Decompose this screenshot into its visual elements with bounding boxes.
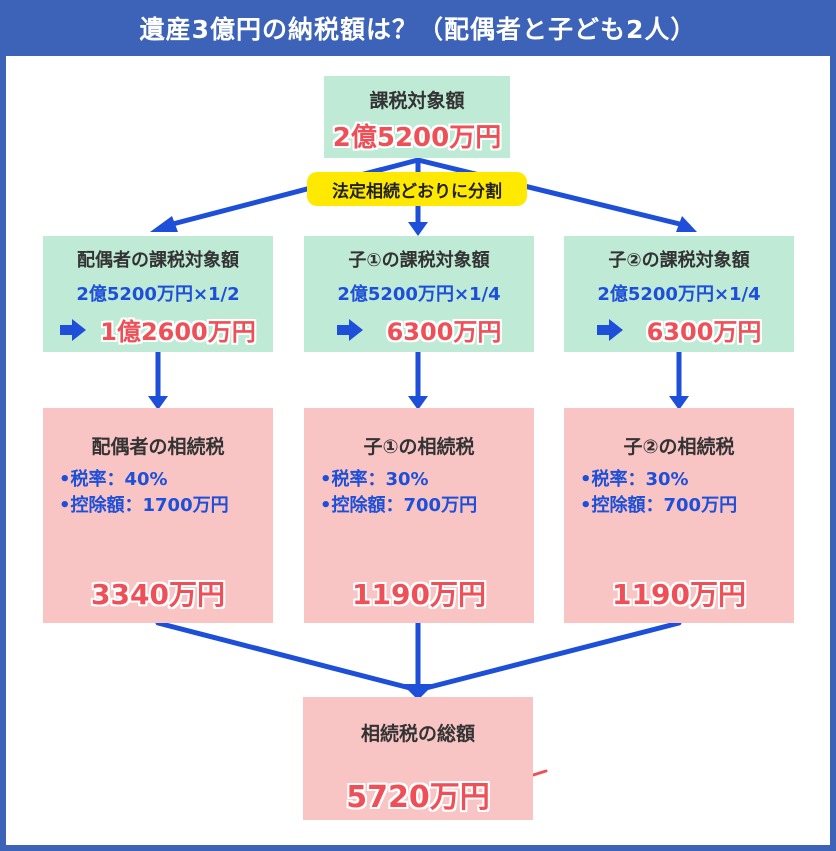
taxable-amount: 6300万円: [386, 318, 502, 346]
arrowhead-right: [676, 216, 697, 232]
tax-label: 配偶者の相続税: [91, 436, 225, 458]
page-title: 遺産3億円の納税額は？（配偶者と子ども2人）: [0, 0, 836, 56]
taxable-amount: 1億2600万円: [100, 318, 256, 346]
heir-tax-box-1: 配偶者の相続税 •税率：40% •控除額：1700万円 3340万円: [43, 408, 273, 623]
arrowhead-down-1: [148, 396, 168, 410]
tax-deduction: •控除額：700万円: [580, 495, 738, 516]
arrowhead-left: [150, 216, 178, 232]
heir-taxable-box-1: 配偶者の課税対象額 2億5200万円×1/2 1億2600万円: [43, 236, 273, 352]
heir-taxable-box-2: 子①の課税対象額 2億5200万円×1/4 6300万円: [304, 236, 534, 352]
total-label: 相続税の総額: [360, 723, 475, 745]
right-arrow-icon: [60, 318, 87, 341]
tax-label: 子②の相続税: [623, 436, 735, 458]
arrowhead-down-3: [669, 396, 689, 410]
heir-tax-box-3: 子②の相続税 •税率：30% •控除額：700万円 1190万円: [564, 408, 794, 623]
right-arrow-icon: [596, 318, 623, 341]
split-line-right: [415, 157, 691, 229]
tax-rate: •税率：30%: [320, 469, 429, 490]
root-amount: 2億5200万円: [332, 123, 502, 153]
tax-amount: 3340万円: [91, 578, 225, 611]
arrowhead-merge: [402, 684, 434, 700]
tax-amount: 1190万円: [352, 578, 486, 611]
taxable-label: 配偶者の課税対象額: [77, 250, 239, 271]
split-line-left: [162, 157, 421, 229]
taxable-formula: 2億5200万円×1/4: [597, 284, 761, 305]
tax-rate: •税率：40%: [59, 469, 168, 490]
arrowhead-center: [408, 222, 428, 236]
taxable-formula: 2億5200万円×1/2: [76, 284, 240, 305]
taxable-label: 子①の課税対象額: [348, 250, 490, 271]
arrowhead-down-2: [408, 396, 428, 410]
total-tax-box: 相続税の総額 5720万円: [303, 697, 533, 820]
tax-deduction: •控除額：1700万円: [59, 495, 229, 516]
heir-tax-box-2: 子①の相続税 •税率：30% •控除額：700万円 1190万円: [304, 408, 534, 623]
root-taxable-box: 課税対象額 2億5200万円: [324, 76, 510, 158]
root-label: 課税対象額: [369, 90, 465, 112]
merge-line-left: [155, 620, 413, 691]
tax-label: 子①の相続税: [363, 436, 475, 458]
merge-line-right: [423, 620, 682, 691]
tax-amount: 1190万円: [612, 578, 746, 611]
taxable-amount: 6300万円: [646, 318, 762, 346]
taxable-label: 子②の課税対象額: [608, 250, 750, 271]
tax-deduction: •控除額：700万円: [320, 495, 478, 516]
split-badge: 法定相続どおりに分割: [307, 172, 527, 206]
heir-taxable-box-3: 子②の課税対象額 2億5200万円×1/4 6300万円: [564, 236, 794, 352]
taxable-formula: 2億5200万円×1/4: [337, 284, 501, 305]
right-arrow-icon: [336, 318, 363, 341]
tax-rate: •税率：30%: [580, 469, 689, 490]
title-text: 遺産3億円の納税額は？（配偶者と子ども2人）: [139, 15, 697, 44]
total-amount: 5720万円: [346, 780, 490, 815]
